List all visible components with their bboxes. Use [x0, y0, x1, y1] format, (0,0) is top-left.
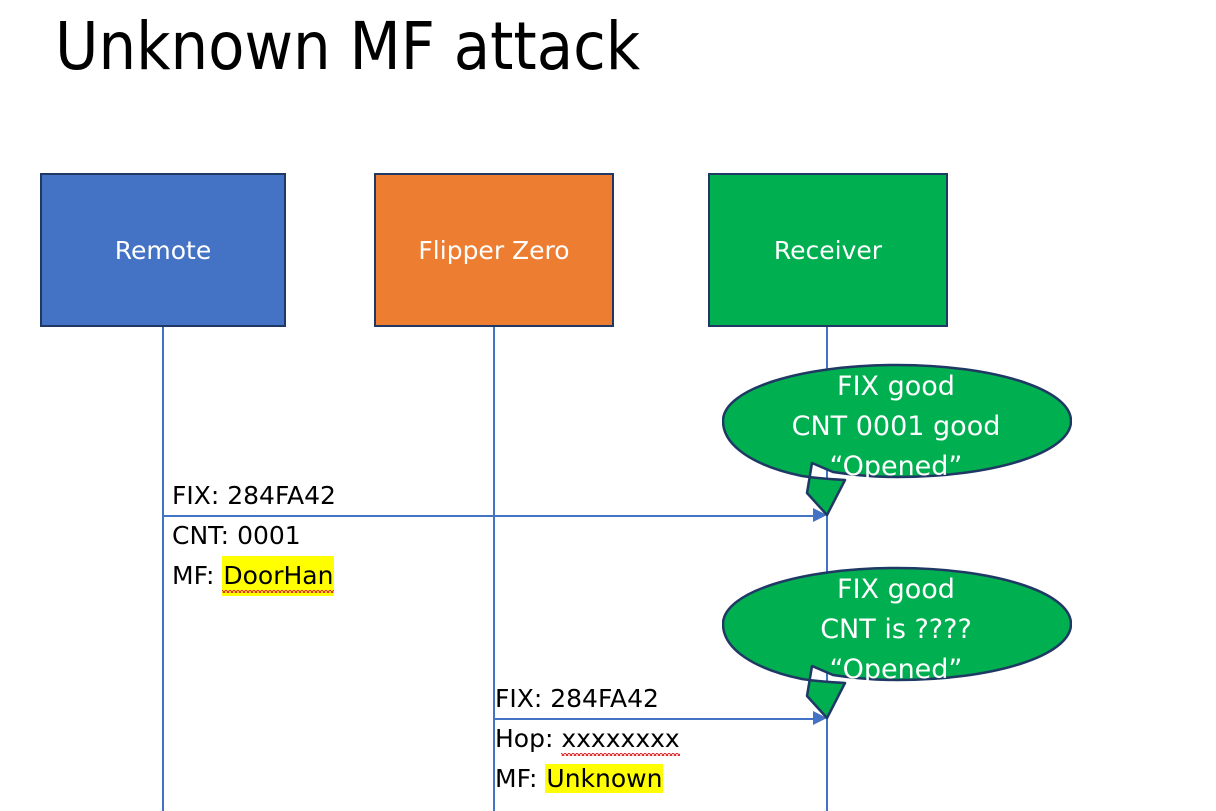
callout-line: “Opened” — [829, 654, 963, 685]
message-arrow-flipper-to-receiver — [494, 718, 815, 720]
callout-line: FIX good — [837, 371, 955, 402]
message-line: FIX: 284FA42 — [495, 679, 680, 719]
actor-label-receiver: Receiver — [773, 235, 883, 265]
page-title: Unknown MF attack — [55, 8, 641, 85]
message-line: MF: Unknown — [495, 759, 680, 799]
message-line-label: MF: — [495, 764, 546, 793]
actor-box-receiver[interactable]: Receiver — [708, 173, 948, 327]
callout-line: “Opened” — [829, 451, 963, 482]
callout-line: FIX good — [837, 574, 955, 605]
lifeline-remote — [162, 327, 164, 811]
message-line: FIX: 284FA42 — [172, 476, 336, 516]
message-line-label: FIX: — [172, 481, 228, 510]
message-labels-remote-to-receiver: FIX: 284FA42 CNT: 0001 MF: DoorHan — [172, 476, 336, 596]
actor-box-remote[interactable]: Remote — [40, 173, 286, 327]
message-line-value: 284FA42 — [227, 481, 336, 510]
message-line-value-highlighted: DoorHan — [222, 556, 335, 596]
message-line-value: 284FA42 — [550, 684, 659, 713]
actor-label-remote: Remote — [114, 235, 212, 265]
lifeline-receiver — [826, 327, 828, 811]
message-line-value: xxxxxxxx — [561, 719, 681, 759]
message-arrow-remote-to-receiver — [163, 515, 815, 517]
message-line-label: Hop: — [495, 724, 562, 753]
callout-receiver-response-1[interactable]: FIX good CNT 0001 good “Opened” — [722, 362, 1072, 520]
message-line: CNT: 0001 — [172, 516, 336, 556]
callout-line: CNT 0001 good — [791, 411, 1001, 442]
message-line: Hop: xxxxxxxx — [495, 719, 681, 759]
message-line-label: FIX: — [495, 684, 551, 713]
message-line-value: 0001 — [237, 521, 301, 550]
callout-receiver-response-2[interactable]: FIX good CNT is ???? “Opened” — [722, 565, 1072, 723]
message-line: MF: DoorHan — [172, 556, 336, 596]
message-labels-flipper-to-receiver: FIX: 284FA42 Hop: xxxxxxxx MF: Unknown — [495, 679, 681, 799]
message-line-label: MF: — [172, 561, 223, 590]
message-line-label: CNT: — [172, 521, 238, 550]
callout-text-1: FIX good CNT 0001 good “Opened” — [722, 367, 1070, 487]
message-line-value-highlighted: Unknown — [545, 764, 664, 793]
lifeline-flipper-zero — [493, 327, 495, 811]
actor-label-flipper-zero: Flipper Zero — [418, 235, 570, 265]
actor-box-flipper-zero[interactable]: Flipper Zero — [374, 173, 614, 327]
callout-balloon-shape — [722, 363, 1072, 517]
callout-text-2: FIX good CNT is ???? “Opened” — [722, 570, 1070, 690]
callout-line: CNT is ???? — [820, 614, 972, 645]
callout-balloon-shape — [722, 566, 1072, 720]
